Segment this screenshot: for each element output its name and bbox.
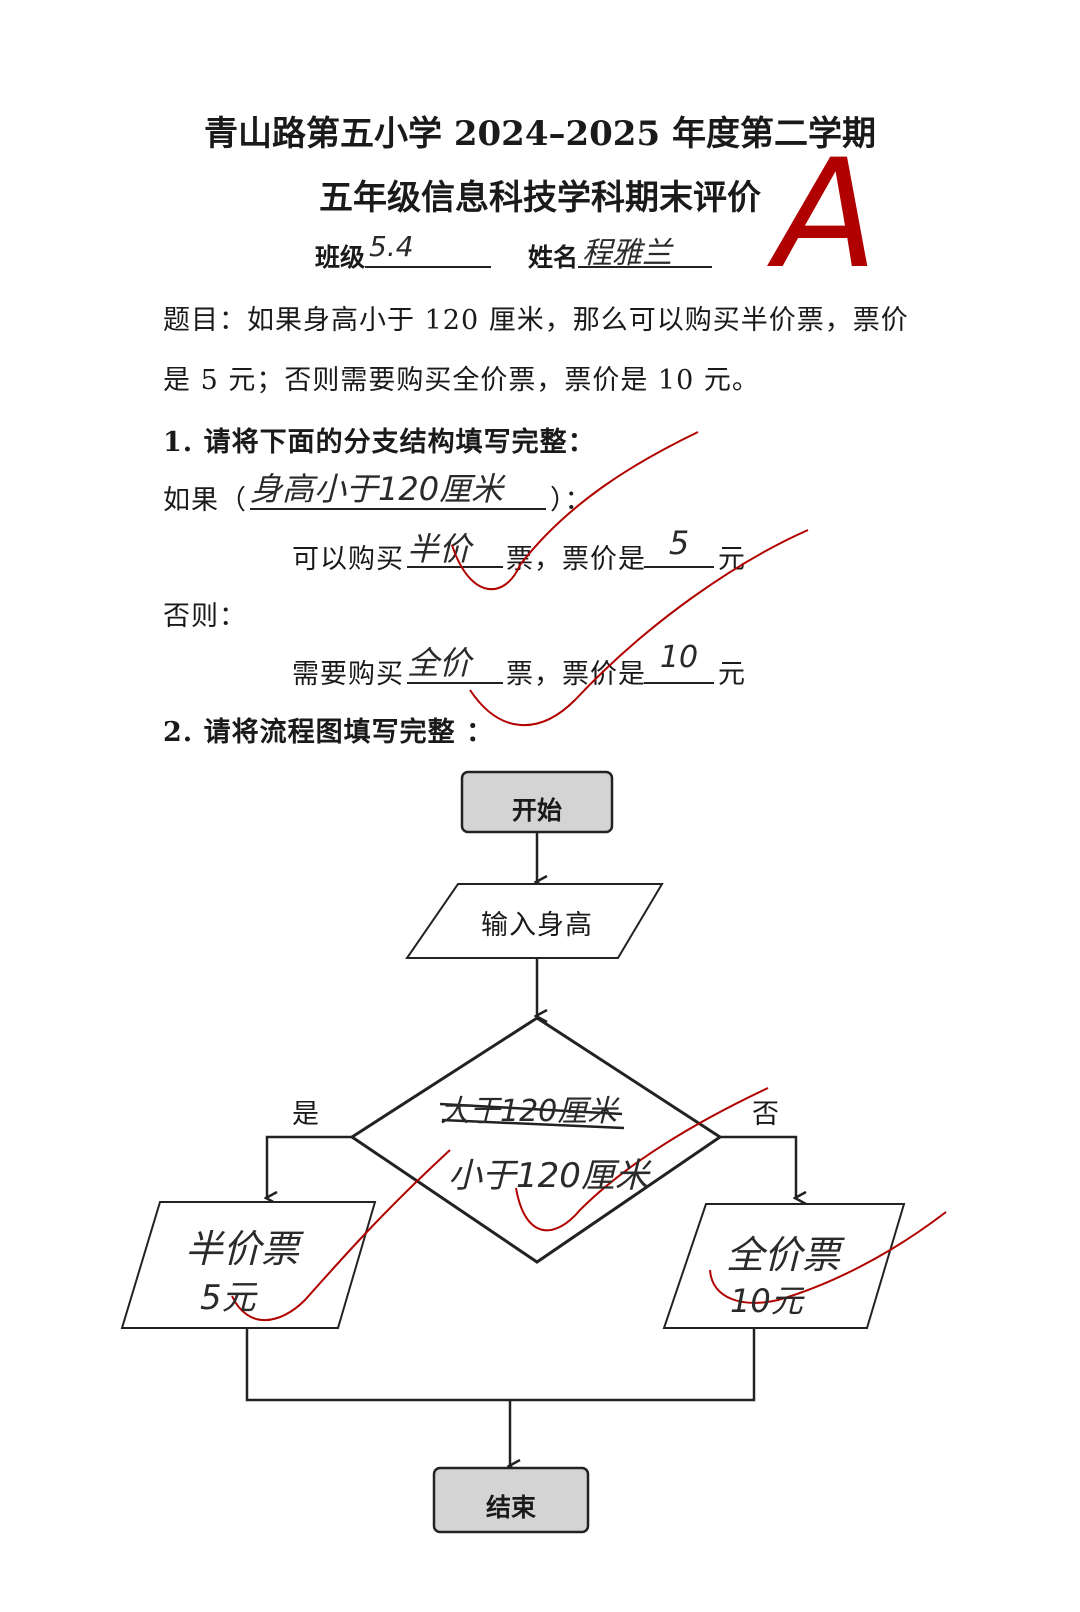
q2-prompt: 2. 请将流程图填写完整 ： xyxy=(163,717,494,748)
full-price-field[interactable]: 10 xyxy=(644,640,714,684)
input-box xyxy=(405,883,664,959)
check-mark-flow-left xyxy=(231,1149,451,1321)
problem-line-2: 是 5 元；否则需要购买全价票，票价是 10 元。 xyxy=(163,365,760,396)
check-mark-flow-right xyxy=(709,1211,947,1304)
input-label: 输入身高 xyxy=(481,910,593,941)
else-label: 否则： xyxy=(163,601,247,632)
name-field[interactable]: 程雅兰 xyxy=(578,228,712,271)
yuan-1: 元 xyxy=(718,544,746,575)
strike-line-1 xyxy=(439,1102,623,1116)
class-label: 班级 xyxy=(315,243,366,272)
name-label: 姓名 xyxy=(528,243,579,272)
check-mark-q1a xyxy=(451,431,699,591)
decision-box xyxy=(349,1016,723,1264)
full-ticket-field[interactable]: 全价 xyxy=(407,638,503,684)
half-ticket-box xyxy=(120,1201,377,1329)
problem-line-1: 题目：如果身高小于 120 厘米，那么可以购买半价票，票价 xyxy=(163,305,909,336)
if-prefix: 如果（ xyxy=(163,485,247,516)
strike-line-2 xyxy=(441,1118,625,1130)
half-ticket-line-2[interactable]: 5元 xyxy=(200,1278,256,1318)
no-branch-line xyxy=(720,1135,796,1198)
need-prefix: 需要购买 xyxy=(292,659,404,690)
merge-line xyxy=(245,1328,756,1402)
end-box xyxy=(432,1466,590,1534)
full-ticket-line-1[interactable]: 全价票 xyxy=(726,1233,841,1277)
start-label: 开始 xyxy=(511,796,562,825)
half-ticket-field[interactable]: 半价 xyxy=(407,524,503,568)
page-subtitle: 五年级信息科技学科期末评价 xyxy=(319,178,761,218)
teacher-check-marks xyxy=(231,431,947,1321)
yuan-2: 元 xyxy=(718,659,746,690)
page-title: 青山路第五小学 2024–2025 年度第二学期 xyxy=(204,114,876,154)
full-ticket-box xyxy=(662,1203,906,1329)
no-label: 否 xyxy=(752,1099,780,1130)
half-price-field[interactable]: 5 xyxy=(644,524,714,568)
decision-crossed-text: 大于120厘米 xyxy=(440,1094,618,1129)
decision-answer[interactable]: 小于120厘米 xyxy=(448,1156,649,1196)
end-label: 结束 xyxy=(485,1493,536,1522)
check-mark-q1b xyxy=(469,529,809,726)
class-field[interactable]: 5.4 xyxy=(365,230,491,268)
check-mark-flow-center xyxy=(515,1087,769,1232)
grade-mark: A xyxy=(775,128,878,302)
full-ticket-line-2[interactable]: 10元 xyxy=(730,1282,803,1320)
ticket-price-text-2: 票，票价是 xyxy=(506,659,646,690)
q1-prompt: 1. 请将下面的分支结构填写完整： xyxy=(163,427,596,458)
yes-label: 是 xyxy=(292,1099,320,1130)
if-condition-field[interactable]: 身高小于120厘米 xyxy=(250,464,546,510)
buy-prefix: 可以购买 xyxy=(292,544,404,575)
ticket-price-text: 票，票价是 xyxy=(506,544,646,575)
yes-branch-line xyxy=(267,1135,352,1198)
half-ticket-line-1[interactable]: 半价票 xyxy=(185,1227,300,1271)
